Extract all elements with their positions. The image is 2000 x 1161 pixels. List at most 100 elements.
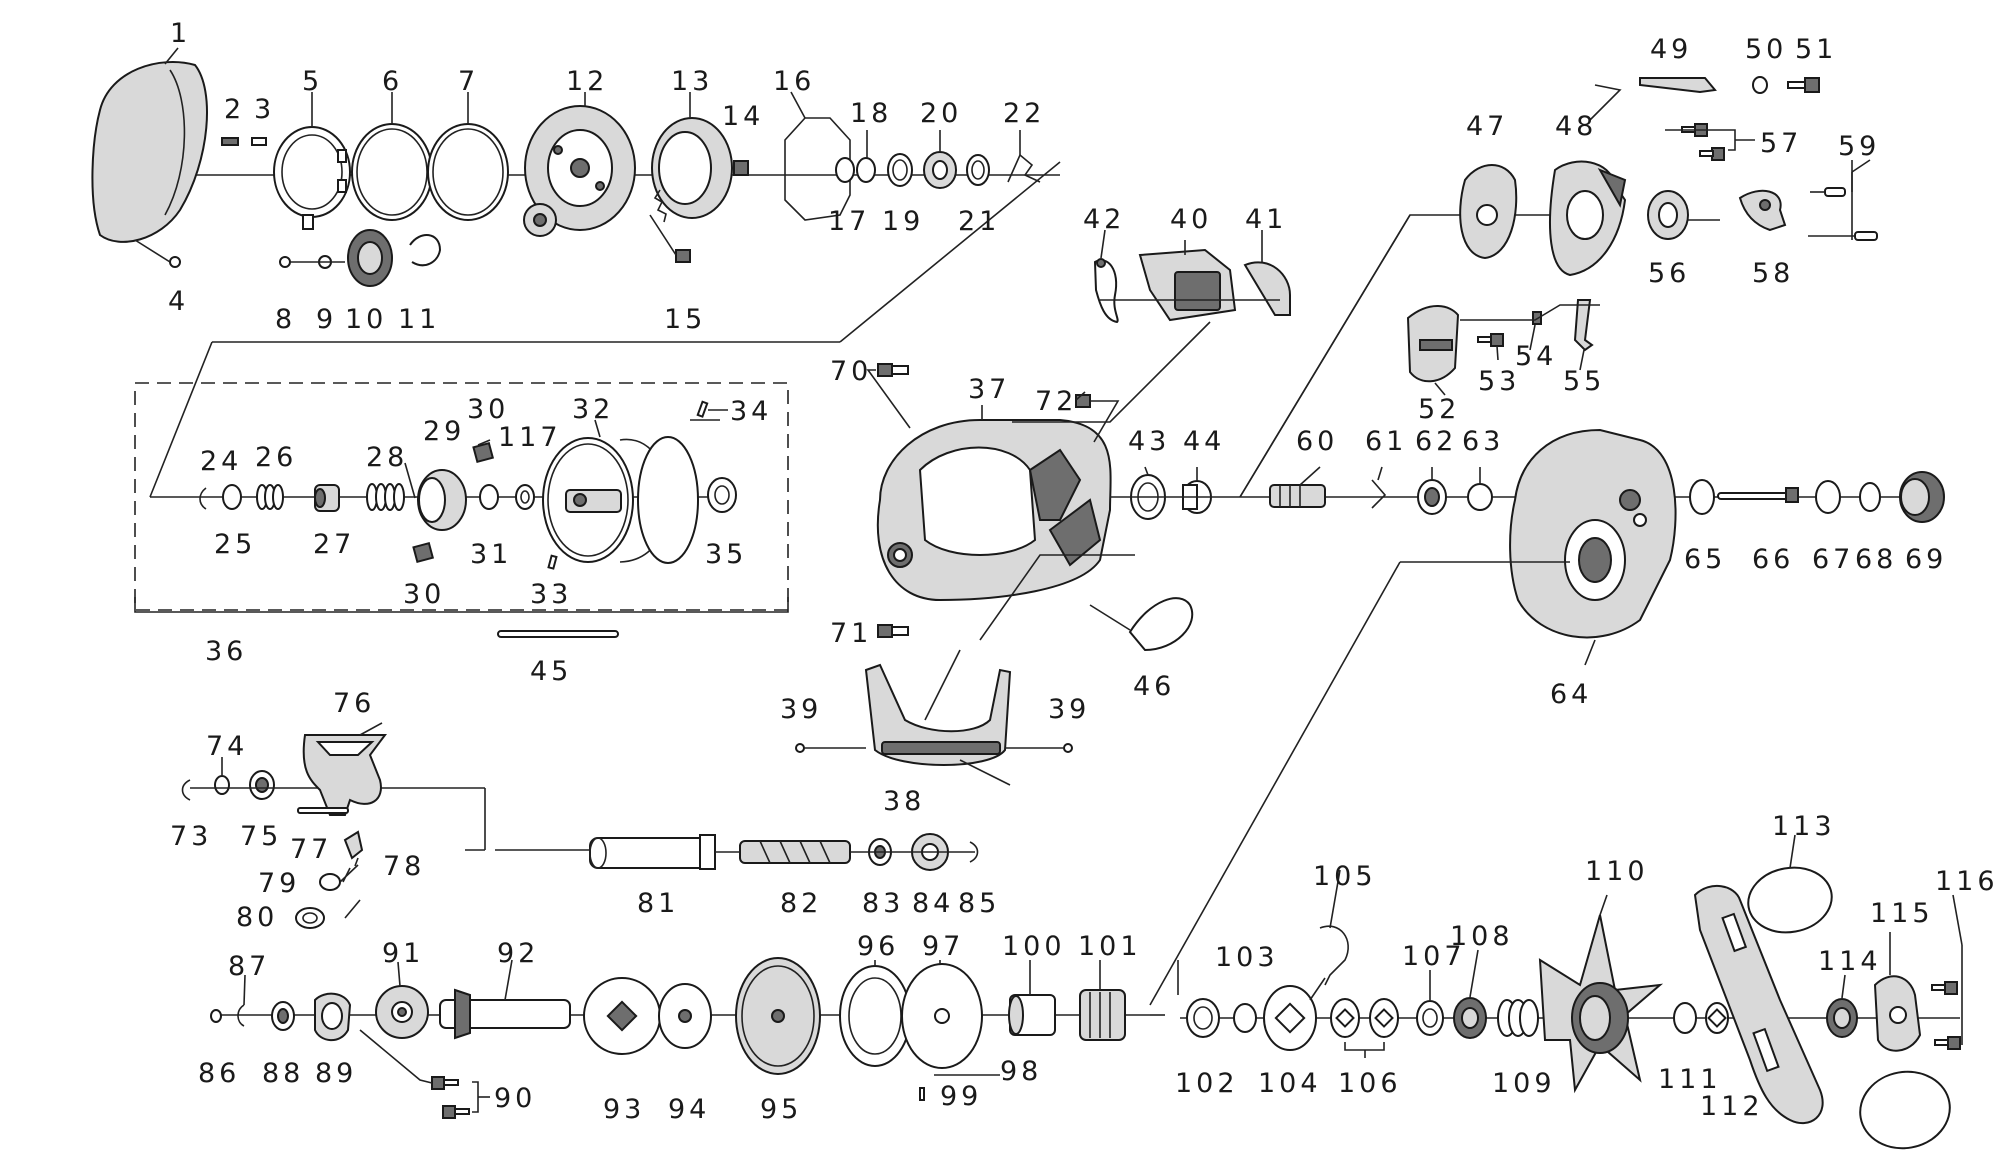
frame-assembly [866, 321, 1240, 641]
part-15-screw [675, 249, 691, 263]
part-30-block-top [472, 441, 495, 464]
handle-group [1180, 866, 1963, 1150]
label-100: 100 [1002, 931, 1066, 962]
part-34-pin [696, 400, 709, 418]
label-49: 49 [1650, 34, 1692, 65]
label-14: 14 [722, 101, 764, 132]
part-72-screw [1075, 394, 1091, 408]
label-51: 51 [1795, 34, 1837, 65]
part-67-washer [1815, 480, 1841, 514]
part-113-knob-bottom [1859, 1070, 1951, 1150]
part-109-disc-springs [1497, 999, 1539, 1037]
part-81-tube [589, 837, 711, 869]
label-39b: 39 [1048, 694, 1090, 725]
part-6-oring [351, 123, 433, 221]
part-16-spring [784, 117, 851, 221]
label-90: 90 [494, 1083, 536, 1114]
label-20: 20 [920, 98, 962, 129]
label-65: 65 [1684, 544, 1726, 575]
label-104: 104 [1258, 1068, 1322, 1099]
part-85-clip [969, 841, 979, 863]
part-7-oring [427, 123, 509, 221]
label-74: 74 [206, 731, 248, 762]
label-101: 101 [1078, 931, 1142, 962]
label-11: 11 [398, 304, 440, 335]
label-17: 17 [828, 206, 870, 237]
part-117-washer [515, 484, 535, 510]
part-4-screw [169, 256, 181, 268]
label-86: 86 [198, 1058, 240, 1089]
part-60-pinion [1269, 484, 1326, 508]
label-111: 111 [1658, 1064, 1722, 1095]
label-13: 13 [671, 66, 713, 97]
label-1: 1 [170, 18, 191, 49]
part-107-washer [1416, 1000, 1444, 1036]
spool-assembly [134, 382, 789, 613]
label-116: 116 [1935, 866, 1999, 897]
label-79: 79 [258, 868, 300, 899]
part-42-plate [1093, 259, 1119, 324]
label-60: 60 [1296, 426, 1338, 457]
part-59-springs [1808, 172, 1878, 241]
part-39-screw-left [795, 743, 805, 753]
right-side-plate-group [1149, 214, 1945, 1006]
part-1-side-cover [91, 61, 208, 243]
part-19-bearing [887, 153, 913, 187]
part-24-clip [199, 487, 207, 510]
label-72: 72 [1035, 386, 1077, 417]
part-39-screw-right [1063, 743, 1073, 753]
part-73-clip [181, 779, 191, 801]
label-114: 114 [1818, 946, 1882, 977]
label-39a: 39 [780, 694, 822, 725]
label-94: 94 [668, 1094, 710, 1125]
part-99-pin [919, 1087, 925, 1101]
part-76-line-guide [302, 734, 387, 816]
part-45-shaft [497, 630, 619, 638]
label-25: 25 [214, 529, 256, 560]
foot-group [795, 597, 1194, 766]
label-31: 31 [470, 539, 512, 570]
label-18: 18 [850, 98, 892, 129]
label-6: 6 [382, 66, 403, 97]
part-66-shaft [1717, 492, 1789, 500]
label-36: 36 [205, 636, 247, 667]
label-73: 73 [170, 821, 212, 852]
part-49-lever [1639, 77, 1717, 94]
label-2: 2 [224, 94, 245, 125]
label-113: 113 [1772, 811, 1836, 842]
part-86-pin [210, 1009, 222, 1023]
part-11-clip [409, 234, 442, 267]
part-113-handle-arm [1693, 885, 1824, 1125]
top-right-group [1239, 76, 1878, 498]
part-65-oring [1689, 479, 1715, 515]
label-75: 75 [240, 821, 282, 852]
label-112: 112 [1700, 1091, 1764, 1122]
part-21-washer [966, 154, 990, 186]
part-102-bearing [1186, 998, 1220, 1038]
part-28-spring [366, 483, 405, 511]
label-55: 55 [1563, 366, 1605, 397]
label-21: 21 [958, 206, 1000, 237]
part-labels: 1 2 3 4 5 6 7 8 9 10 11 12 13 14 15 16 1… [168, 18, 1999, 1125]
label-102: 102 [1175, 1068, 1239, 1099]
label-117: 117 [498, 422, 562, 453]
part-113-knob-top [1747, 866, 1833, 934]
label-50: 50 [1745, 34, 1787, 65]
part-35-bearing [707, 477, 737, 513]
label-5: 5 [302, 66, 323, 97]
part-90-screw-b [442, 1105, 456, 1119]
part-2-pin [221, 137, 239, 146]
leader-lines [164, 47, 1963, 1006]
label-92: 92 [497, 938, 539, 969]
label-68: 68 [1855, 544, 1897, 575]
label-61: 61 [1365, 426, 1407, 457]
label-53: 53 [1478, 366, 1520, 397]
label-63: 63 [1462, 426, 1504, 457]
label-88: 88 [262, 1058, 304, 1089]
label-96: 96 [857, 931, 899, 962]
label-16: 16 [773, 66, 815, 97]
label-57: 57 [1760, 128, 1802, 159]
label-12: 12 [566, 66, 608, 97]
label-34: 34 [730, 396, 772, 427]
label-9: 9 [316, 304, 337, 335]
